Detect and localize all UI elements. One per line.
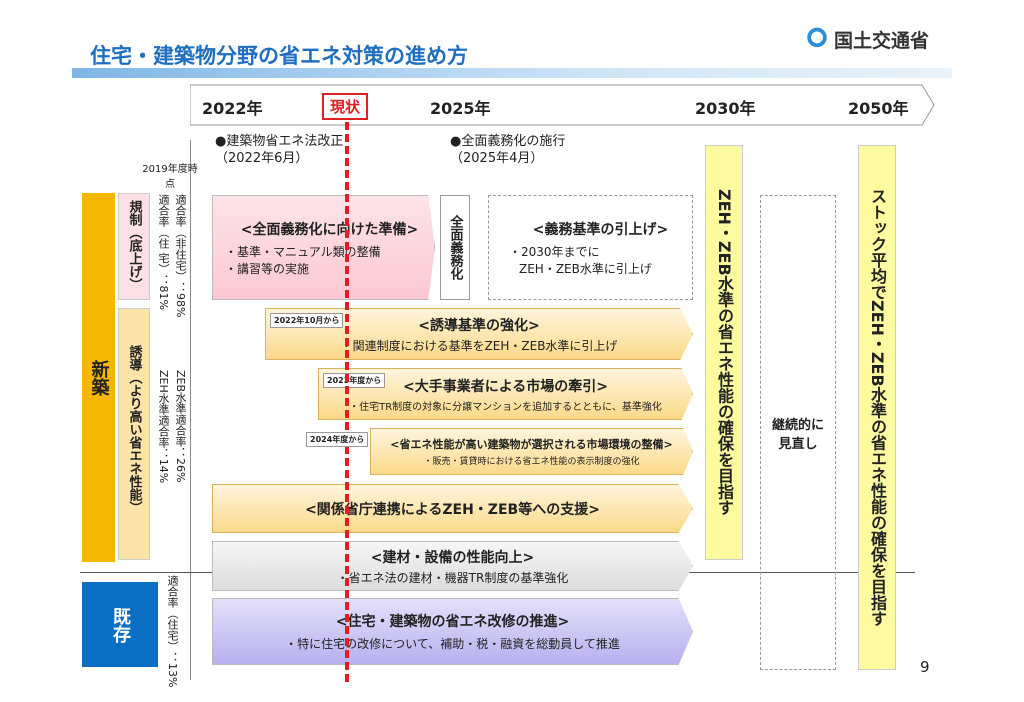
rate-zeb: ZEB水準適合率：26%: [174, 370, 187, 483]
category-induction: 誘導（より高い省エネ性能）: [118, 308, 150, 560]
box-renovation: <住宅・建築物の省エネ改修の推進>・特に住宅の改修について、補助・税・融資を総動…: [212, 598, 693, 665]
box-support: <関係省庁連携によるZEH・ZEB等への支援>: [212, 484, 693, 533]
rate-nonres: 適合率（非住宅）：98%: [174, 194, 187, 318]
goal-2050: ストック平均でZEH・ZEB水準の省エネ性能の確保を目指す: [858, 145, 896, 670]
start-tag: 2024年度から: [306, 432, 369, 447]
year-2025: 2025年: [430, 99, 491, 118]
timeline-arrow: [190, 84, 935, 126]
logo-icon: [806, 26, 828, 53]
box-materials: <建材・設備の性能向上>・省エネ法の建材・機器TR制度の基準強化: [212, 541, 693, 591]
year-2030: 2030年: [695, 99, 756, 118]
box-market-lead: 2023年度から<大手事業者による市場の牽引>・住宅TR制度の対象に分譲マンショ…: [318, 368, 693, 420]
current-line: [345, 122, 349, 682]
box-induction-standard: 2022年10月から<誘導基準の強化>・関連制度における基準をZEH・ZEB水準…: [265, 308, 693, 360]
rate-existing: 適合率（住宅）：13%: [166, 575, 179, 688]
divider-vertical: [190, 140, 191, 680]
page-title: 住宅・建築物分野の省エネ対策の進め方: [90, 44, 468, 68]
title-underline: [72, 68, 952, 78]
box-full-mandate: 全面義務化: [440, 195, 470, 300]
box-preparation: <全面義務化に向けた準備>・基準・マニュアル類の整備・講習等の実施: [212, 195, 435, 300]
category-regulation: 規制（底上げ）: [118, 193, 150, 300]
note-enforcement: ●全面義務化の施行（2025年4月）: [450, 134, 566, 166]
start-tag: 2022年10月から: [270, 313, 344, 328]
year-2050: 2050年: [848, 99, 909, 118]
logo-text: 国土交通省: [834, 30, 930, 52]
rate-res: 適合率（住 宅）：81%: [157, 194, 170, 310]
page-number: 9: [920, 658, 930, 676]
category-new: 新築: [82, 193, 115, 562]
current-marker: 現状: [322, 93, 369, 120]
box-continuous-review: 継続的に見直し: [760, 195, 836, 670]
note-law-revision: ●建築物省エネ法改正（2022年6月）: [215, 134, 344, 166]
rate-zeh: ZEH水準適合率：14%: [157, 370, 170, 484]
baseline-label: 2019年度時点: [142, 164, 198, 190]
start-tag: 2023年度から: [323, 373, 386, 388]
goal-2030: ZEH・ZEB水準の省エネ性能の確保を目指す: [705, 145, 743, 560]
category-existing: 既存: [82, 582, 158, 667]
year-2022: 2022年: [202, 99, 263, 118]
mlit-logo: 国土交通省: [806, 26, 929, 53]
box-market-environment: <省エネ性能が高い建築物が選択される市場環境の整備>・販売・賃貸時における省エネ…: [370, 428, 693, 475]
